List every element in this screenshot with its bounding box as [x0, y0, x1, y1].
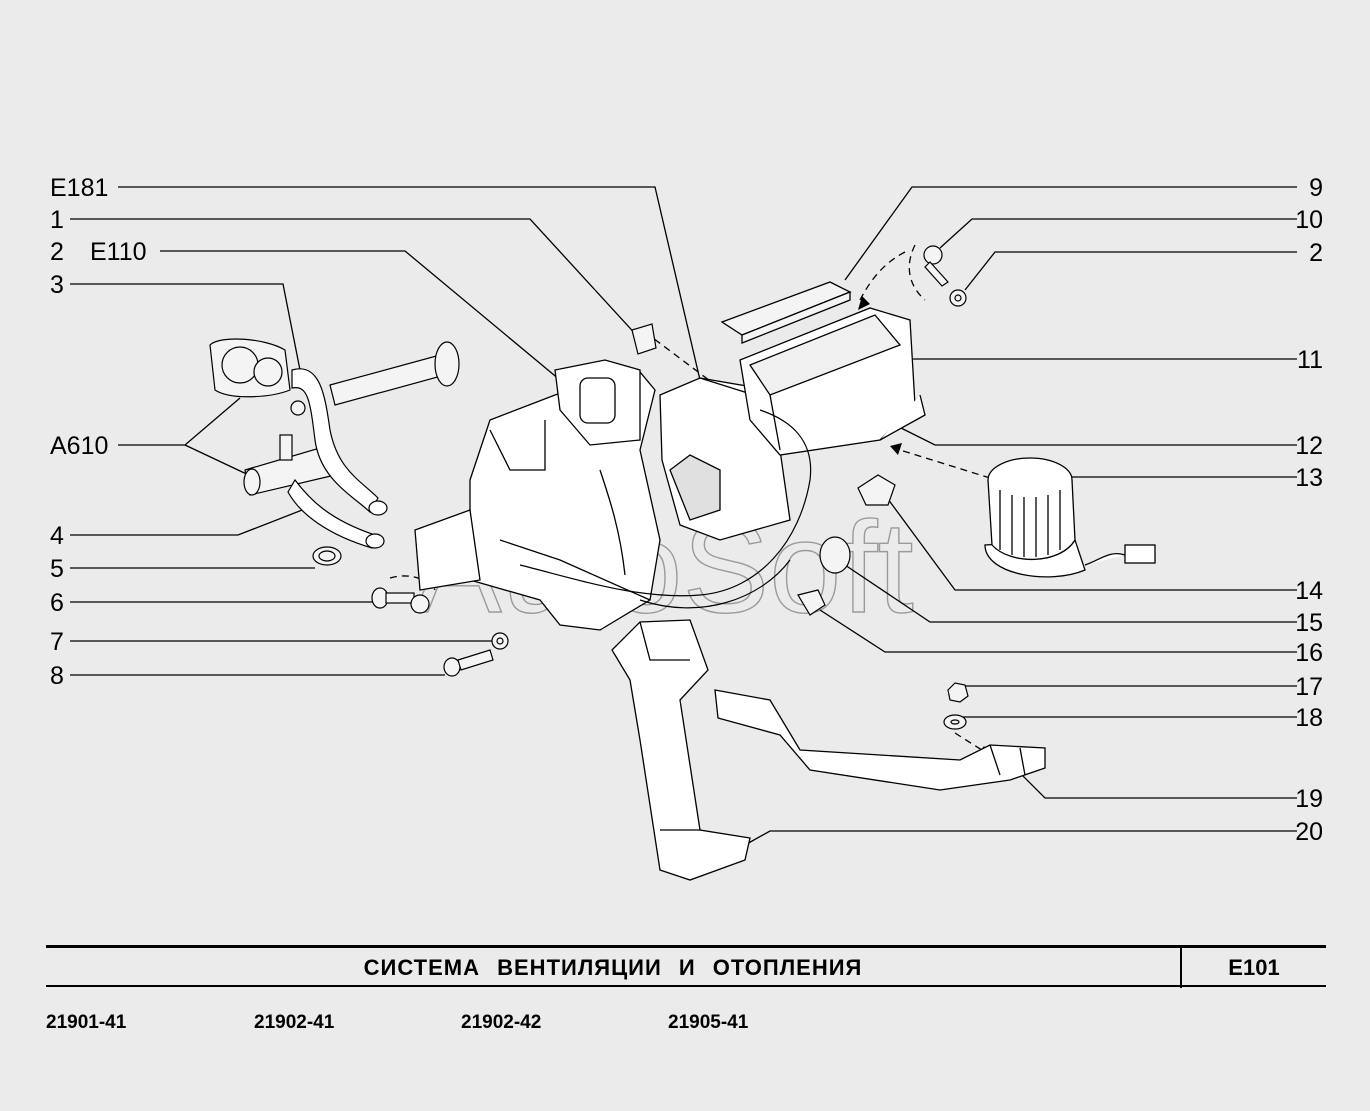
leader-lines — [70, 186, 1297, 846]
model-code: 21902-42 — [461, 1012, 542, 1033]
washer-icon — [491, 632, 509, 650]
hose-clamp-icon — [312, 546, 342, 566]
washer-18-icon — [943, 714, 967, 730]
blower-motor-icon — [984, 457, 1156, 578]
callout-3: 3 — [50, 271, 64, 299]
callout-2-right: 2 — [1309, 239, 1323, 267]
callout-17: 17 — [1295, 673, 1323, 701]
callout-4: 4 — [50, 522, 64, 550]
heater-housing-icon — [414, 359, 661, 631]
callout-11: 11 — [1297, 346, 1323, 374]
floor-air-duct-right-icon — [714, 689, 1046, 791]
model-code: 21901-41 — [46, 1012, 127, 1033]
callout-12: 12 — [1295, 432, 1323, 460]
callout-20: 20 — [1295, 818, 1323, 846]
callout-7: 7 — [50, 628, 64, 656]
blower-housing-icon — [739, 307, 926, 456]
right-callouts: 9 10 2 11 12 13 14 15 16 17 18 19 20 — [1295, 174, 1323, 846]
cable-icon — [519, 409, 812, 609]
section-code: E101 — [1228, 955, 1280, 980]
clip-icon — [631, 323, 657, 355]
callout-1: 1 — [50, 206, 64, 234]
model-code: 21902-41 — [254, 1012, 335, 1033]
callout-14: 14 — [1295, 577, 1323, 605]
cabin-filter-icon — [720, 281, 852, 344]
bolt-icon — [443, 649, 494, 677]
floor-air-duct-left-icon — [611, 619, 751, 881]
callout-13: 13 — [1295, 464, 1323, 492]
callout-5: 5 — [50, 555, 64, 583]
screw-icon — [371, 587, 430, 614]
callout-2-left: 2 — [50, 238, 64, 266]
callout-10: 10 — [1295, 206, 1323, 234]
callout-8: 8 — [50, 662, 64, 690]
title-block: СИСТЕМА ВЕНТИЛЯЦИИ И ОТОПЛЕНИЯ E101 — [46, 945, 1326, 988]
model-code: 21905-41 — [668, 1012, 749, 1033]
callout-16: 16 — [1295, 639, 1323, 667]
nut-17-icon — [947, 682, 969, 703]
callout-6: 6 — [50, 589, 64, 617]
callout-18: 18 — [1295, 704, 1323, 732]
callout-E110: E110 — [90, 238, 147, 266]
section-title: СИСТЕМА ВЕНТИЛЯЦИИ И ОТОПЛЕНИЯ — [363, 955, 863, 980]
left-callouts: E181 1 2 E110 3 A610 4 5 6 7 8 — [50, 174, 147, 690]
resistor-icon — [857, 474, 896, 506]
cap-icon — [819, 536, 851, 574]
nut-2-icon — [949, 289, 967, 307]
callout-19: 19 — [1295, 785, 1323, 813]
callout-A610: A610 — [50, 432, 108, 460]
callout-15: 15 — [1295, 609, 1323, 637]
title-divider — [1180, 948, 1182, 988]
knob-icon — [797, 589, 826, 616]
coolant-pipe-assembly-icon — [209, 338, 460, 496]
callout-E181: E181 — [50, 174, 108, 202]
callout-9: 9 — [1309, 174, 1323, 202]
screw-10-icon — [923, 245, 949, 287]
heater-hoses-icon — [287, 368, 388, 549]
